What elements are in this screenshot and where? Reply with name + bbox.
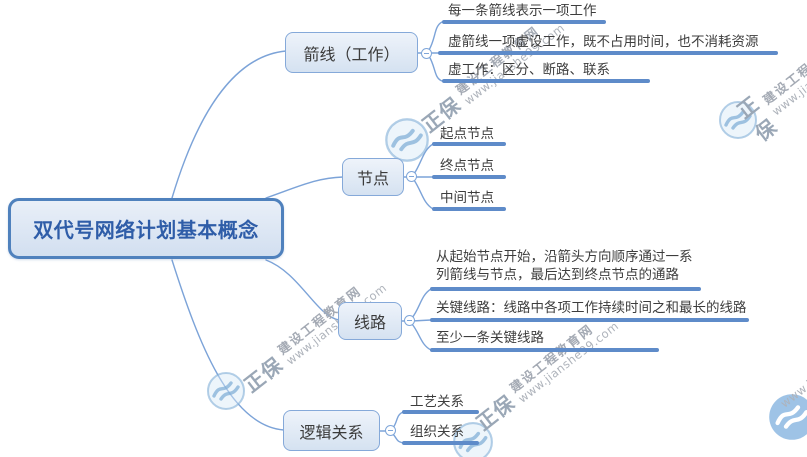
branch-topic-label: 逻辑关系 — [299, 422, 364, 442]
topic-underline — [432, 142, 506, 146]
child-topic[interactable]: 虚箭线一项虚设工作，既不占用时间，也不消耗资源 — [448, 34, 759, 50]
curve-root-to-joint — [265, 176, 344, 199]
curve-root-to-path — [265, 259, 340, 321]
child-topic[interactable]: 终点节点 — [440, 158, 494, 174]
child-topic[interactable]: 至少一条关键线路 — [436, 330, 544, 346]
branch-topic-label: 节点 — [356, 169, 389, 188]
topic-underline — [442, 79, 650, 83]
branch-topic-logic-relation[interactable]: 逻辑关系 — [283, 410, 380, 451]
topic-underline — [438, 51, 778, 55]
topic-underline — [430, 287, 701, 291]
branch-topic-label: 线路 — [353, 313, 386, 332]
branch-topic-node[interactable]: 节点 — [342, 158, 404, 196]
branch-topic-arrow-line[interactable]: 箭线（工作） — [285, 32, 418, 73]
topic-underline — [402, 410, 479, 414]
topic-underline — [430, 348, 659, 352]
collapse-toggle-icon[interactable] — [406, 171, 417, 182]
curve-root-to-logic — [171, 259, 285, 431]
topic-underline — [402, 441, 479, 445]
curve-root-to-arrow — [171, 50, 287, 199]
root-topic-label: 双代号网络计划基本概念 — [33, 218, 259, 242]
topic-underline — [432, 175, 506, 179]
topic-underline — [430, 318, 749, 322]
child-topic[interactable]: 工艺关系 — [410, 394, 464, 410]
topic-underline — [442, 20, 606, 24]
root-topic[interactable]: 双代号网络计划基本概念 — [8, 198, 284, 259]
branch-topic-label: 箭线（工作） — [303, 44, 400, 64]
branch-topic-path[interactable]: 线路 — [338, 302, 402, 340]
collapse-toggle-icon[interactable] — [421, 48, 432, 59]
topic-underline — [432, 207, 506, 211]
child-topic[interactable]: 虚工作：区分、断路、联系 — [448, 62, 610, 78]
child-topic[interactable]: 从起始节点开始，沿箭头方向顺序通过一系列箭线与节点，最后达到终点节点的通路 — [436, 249, 693, 283]
child-topic[interactable]: 关键线路：线路中各项工作持续时间之和最长的线路 — [436, 300, 747, 316]
child-topic[interactable]: 起点节点 — [440, 126, 494, 142]
collapse-toggle-icon[interactable] — [385, 425, 396, 436]
child-topic[interactable]: 每一条箭线表示一项工作 — [448, 3, 597, 19]
child-topic[interactable]: 组织关系 — [410, 424, 464, 440]
child-topic[interactable]: 中间节点 — [440, 190, 494, 206]
collapse-toggle-icon[interactable] — [404, 315, 415, 326]
